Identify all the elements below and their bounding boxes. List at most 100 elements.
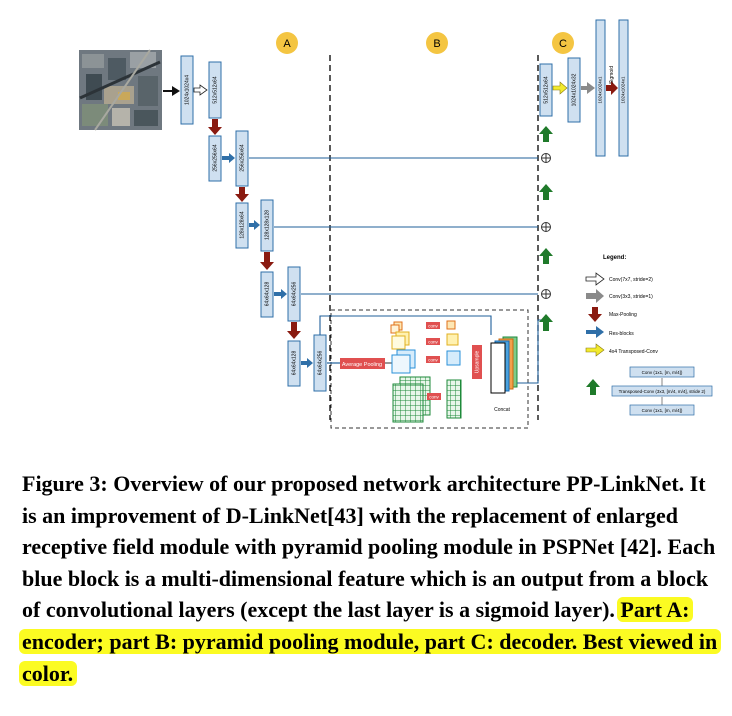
svg-text:Average Pooling: Average Pooling xyxy=(342,362,382,368)
encoder-block: 256x256x64 xyxy=(235,130,249,187)
svg-text:conv: conv xyxy=(428,324,438,329)
figure-caption: Figure 3: Overview of our proposed netwo… xyxy=(19,468,722,689)
svg-text:1024x1024x32: 1024x1024x32 xyxy=(571,73,577,106)
yellow-arrow-icon xyxy=(585,343,605,357)
svg-text:A: A xyxy=(283,38,291,50)
resblock-arrow-icon xyxy=(222,153,235,163)
resblock-arrow-icon xyxy=(301,358,313,368)
encoder-block: 256x256x64 xyxy=(208,135,222,182)
svg-text:Conv(3x3, stride=1): Conv(3x3, stride=1) xyxy=(609,294,653,300)
svg-text:Conv (1x1, [m, m/4]): Conv (1x1, [m, m/4]) xyxy=(642,408,683,413)
svg-text:C: C xyxy=(559,38,567,50)
maxpool-arrow-icon xyxy=(208,119,222,135)
svg-text:Conv (1x1, [m, m/4]): Conv (1x1, [m, m/4]) xyxy=(642,370,683,375)
svg-text:1024x1024x4: 1024x1024x4 xyxy=(184,75,190,105)
svg-text:512x512x64: 512x512x64 xyxy=(543,76,549,103)
svg-text:Upsample: Upsample xyxy=(474,351,480,374)
maxpool-arrow-icon xyxy=(260,252,274,270)
svg-text:Max-Pooling: Max-Pooling xyxy=(609,312,637,318)
encoder-block: 64x64x128 xyxy=(287,340,301,387)
part-b-marker: B xyxy=(426,32,448,54)
svg-text:256x256x64: 256x256x64 xyxy=(212,144,218,171)
svg-text:64x64x256: 64x64x256 xyxy=(291,282,297,307)
encoder-block: 512x512x64 xyxy=(208,61,222,119)
pooled-feature-cube xyxy=(391,331,410,350)
conv3-arrow-icon xyxy=(581,82,595,94)
concat-feature-stack: Concat xyxy=(490,336,518,413)
encoder-block: 64x64x256 xyxy=(313,334,327,392)
encoder-block: 64x64x128 xyxy=(260,271,274,318)
decoder-block: 1024x1024x1 xyxy=(618,19,629,157)
svg-text:Transposed-Conv (3x3, [m/4, m/: Transposed-Conv (3x3, [m/4, m/4], stride… xyxy=(619,389,706,394)
pooled-feature-cube xyxy=(390,321,403,334)
sigmoid-label: Sigmoid xyxy=(609,66,615,84)
svg-text:Res-blocks: Res-blocks xyxy=(609,331,634,337)
gray-arrow-icon xyxy=(586,289,604,303)
encoder-block: 128x128x64 xyxy=(235,202,249,249)
reduced-feature-cube xyxy=(446,320,456,330)
reduced-feature-cube xyxy=(446,350,461,366)
reduced-feature-cube xyxy=(446,333,459,346)
svg-text:1024x1024x1: 1024x1024x1 xyxy=(598,76,603,104)
conv7-arrow-icon xyxy=(193,84,208,96)
legend: Legend: Conv(7x7, stride=2) Conv(3x3, st… xyxy=(585,255,713,416)
upsample-block: Upsample xyxy=(472,345,482,379)
encoder-block: 128x128x128 xyxy=(260,199,274,252)
svg-text:Concat: Concat xyxy=(494,407,510,413)
upsample-arrow-icon xyxy=(539,184,553,200)
encoder-block: 1024x1024x4 xyxy=(180,55,194,125)
part-c-marker: C xyxy=(552,32,574,54)
white-arrow-icon xyxy=(585,272,605,286)
svg-text:Conv(7x7, stride=2): Conv(7x7, stride=2) xyxy=(609,277,653,283)
upsample-arrow-icon xyxy=(539,314,553,331)
svg-text:64x64x128: 64x64x128 xyxy=(264,282,270,307)
upsample-arrow-icon xyxy=(539,126,553,142)
svg-text:128x128x128: 128x128x128 xyxy=(264,210,270,240)
blue-arrow-icon xyxy=(586,326,604,338)
decoder-block: 1024x1024x32 xyxy=(567,57,581,123)
conv-label: conv xyxy=(426,338,440,345)
upsample-arrow-icon xyxy=(539,248,553,264)
encoder-block: 64x64x256 xyxy=(287,266,301,322)
pooled-feature-cube xyxy=(391,349,416,374)
transposed-conv-arrow-icon xyxy=(552,81,568,95)
svg-text:B: B xyxy=(433,38,440,50)
pyramid-module-box xyxy=(330,309,529,429)
svg-text:1024x1024x1: 1024x1024x1 xyxy=(621,76,626,104)
conv-label: conv xyxy=(427,393,441,400)
conv-label: conv xyxy=(426,322,440,329)
svg-text:conv: conv xyxy=(429,395,439,400)
sigmoid-arrow-icon xyxy=(606,81,618,95)
svg-text:128x128x64: 128x128x64 xyxy=(239,211,245,238)
svg-text:Legend:: Legend: xyxy=(603,255,626,261)
reduced-feature-cube xyxy=(446,379,462,419)
average-pooling-block: Average Pooling xyxy=(340,358,385,369)
network-diagram: A B C 1024x1024x4 512x512x64 256x256x64 … xyxy=(79,19,713,429)
maxpool-arrow-icon xyxy=(235,187,249,202)
resblock-arrow-icon xyxy=(249,220,260,230)
add-node-icon xyxy=(541,289,551,299)
svg-text:conv: conv xyxy=(428,358,438,363)
svg-text:64x64x256: 64x64x256 xyxy=(317,351,323,376)
decoder-block: 1024x1024x1 xyxy=(595,19,606,157)
svg-text:256x256x64: 256x256x64 xyxy=(239,144,245,171)
maxpool-arrow-icon xyxy=(287,322,301,339)
skip-connection xyxy=(249,157,538,295)
svg-text:conv: conv xyxy=(428,340,438,345)
resblock-arrow-icon xyxy=(274,289,287,299)
decoder-block: 512x512x64 xyxy=(539,63,553,117)
dark-red-arrow-icon xyxy=(588,307,602,322)
svg-text:4x4 Transposed-Conv: 4x4 Transposed-Conv xyxy=(609,349,658,355)
add-node-icon xyxy=(541,153,551,163)
conv-label: conv xyxy=(426,356,440,363)
input-arrow xyxy=(163,86,180,96)
green-arrow-icon xyxy=(586,379,600,395)
part-a-marker: A xyxy=(276,32,298,54)
satellite-image xyxy=(79,49,162,131)
pooled-feature-cube xyxy=(392,376,431,423)
add-node-icon xyxy=(541,222,551,232)
svg-text:64x64x128: 64x64x128 xyxy=(291,351,297,376)
pyramid-bypass-line xyxy=(319,315,492,335)
caption-text: Figure 3: Overview of our proposed netwo… xyxy=(22,471,716,623)
svg-text:512x512x64: 512x512x64 xyxy=(212,76,218,103)
